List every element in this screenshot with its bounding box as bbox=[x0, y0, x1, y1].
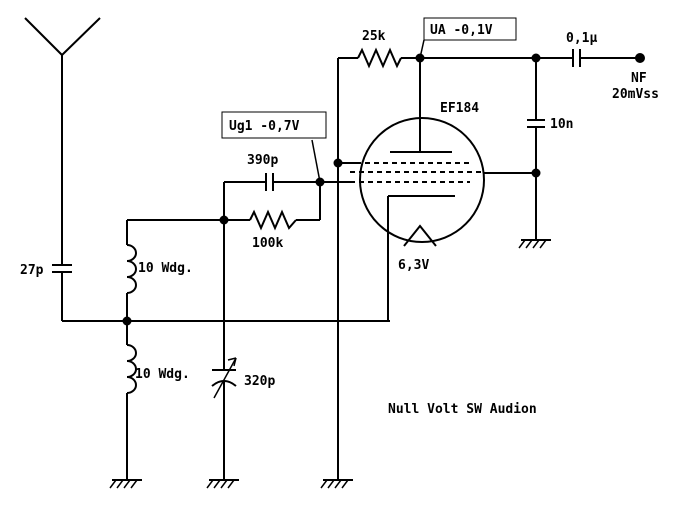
capacitor-10n bbox=[527, 58, 545, 240]
label-nf-level: 20mVss bbox=[612, 87, 659, 102]
coil-top bbox=[126, 244, 137, 321]
ground-symbol-anode bbox=[518, 239, 551, 249]
resistor-100k bbox=[249, 182, 321, 231]
junction-dot bbox=[122, 316, 132, 326]
label-320p: 320p bbox=[244, 374, 275, 389]
tube-ef184 bbox=[338, 58, 485, 321]
label-heater: 6,3V bbox=[398, 258, 429, 273]
capacitor-390p bbox=[265, 173, 320, 191]
label-25k: 25k bbox=[362, 29, 386, 44]
junction-dot bbox=[415, 53, 425, 63]
junction-dot bbox=[531, 168, 541, 178]
label-10n: 10n bbox=[550, 117, 573, 132]
junction-dot bbox=[315, 177, 325, 187]
resistor-25k bbox=[357, 47, 573, 69]
label-ua: UA -0,1V bbox=[430, 23, 493, 38]
label-coil-top: 10 Wdg. bbox=[138, 261, 193, 276]
variable-capacitor-320p bbox=[211, 357, 237, 480]
label-390p: 390p bbox=[247, 153, 278, 168]
ground-symbol-coil bbox=[109, 479, 142, 489]
label-ug1: Ug1 -0,7V bbox=[229, 119, 300, 134]
antenna-symbol bbox=[24, 17, 101, 265]
junction-dot bbox=[219, 215, 229, 225]
label-coil-bottom: 10 Wdg. bbox=[135, 367, 190, 382]
ground-symbol-g2 bbox=[320, 479, 353, 489]
label-nf: NF bbox=[631, 71, 647, 86]
capacitor-0-1u bbox=[572, 49, 640, 67]
capacitor-27p bbox=[52, 264, 72, 321]
junction-dot bbox=[531, 53, 541, 63]
label-0-1u: 0,1µ bbox=[566, 31, 597, 46]
coil-bottom bbox=[126, 321, 137, 480]
label-27p: 27p bbox=[20, 263, 44, 278]
output-terminal bbox=[635, 53, 645, 63]
diagram-title: Null Volt SW Audion bbox=[388, 402, 537, 417]
junction-dot bbox=[333, 158, 343, 168]
label-tube: EF184 bbox=[440, 101, 479, 116]
label-100k: 100k bbox=[252, 236, 283, 251]
ground-symbol-tune bbox=[206, 479, 239, 489]
